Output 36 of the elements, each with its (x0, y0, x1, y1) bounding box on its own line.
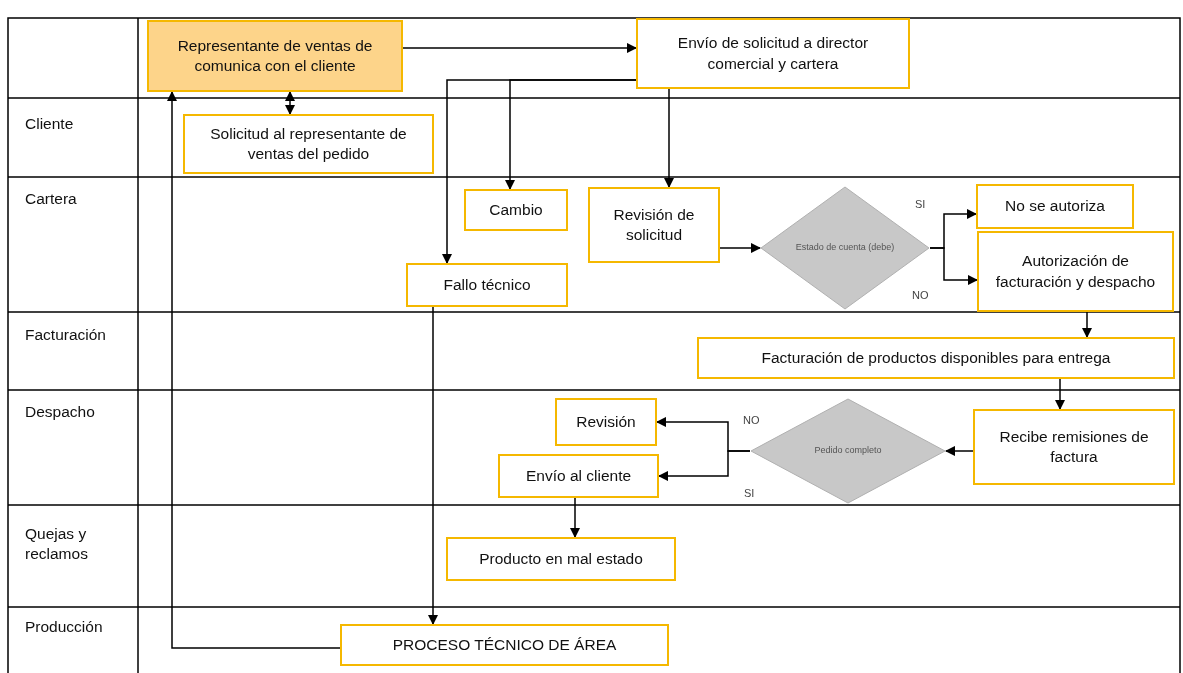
arrow (166, 90, 341, 649)
process-box: Revisión (555, 398, 657, 446)
process-box: Producto en mal estado (446, 537, 676, 581)
edge-label: SI (914, 198, 927, 210)
process-box: No se autoriza (976, 184, 1134, 229)
lane-label: Facturación (25, 325, 107, 345)
arrow (441, 79, 637, 265)
arrow (719, 242, 762, 254)
process-box: Fallo técnico (406, 263, 568, 307)
lane-label: Producción (25, 617, 104, 637)
arrow (402, 42, 638, 54)
lane-label: Cliente (25, 114, 75, 134)
process-box: Representante de ventas de comunica con el cliente (147, 20, 403, 92)
arrow (569, 497, 581, 539)
process-box: Facturación de productos disponibles para entrega (697, 337, 1175, 379)
lane-label: Despacho (25, 402, 96, 422)
edge-label: NO (742, 414, 761, 426)
arrow (929, 247, 979, 286)
arrow (944, 445, 974, 457)
arrow (1054, 378, 1066, 411)
arrow (663, 88, 675, 189)
lane-label: Cartera (25, 189, 78, 209)
lane-label: Quejas y reclamos (25, 524, 89, 565)
process-box: Autorización de facturación y despacho (977, 231, 1174, 312)
arrow (1081, 311, 1093, 339)
process-box: Recibe remisiones de factura (973, 409, 1175, 485)
edge-label: NO (911, 289, 930, 301)
process-box: PROCESO TÉCNICO DE ÁREA (340, 624, 669, 666)
arrow (284, 90, 296, 116)
process-box: Revisión de solicitud (588, 187, 720, 263)
process-box: Cambio (464, 189, 568, 231)
process-box: Solicitud al representante de ventas del pedido (183, 114, 434, 174)
arrow (427, 306, 439, 626)
edge-label: SI (743, 487, 756, 499)
process-box: Envío de solicitud a director comercial y cartera (636, 18, 910, 89)
process-box: Envío al cliente (498, 454, 659, 498)
